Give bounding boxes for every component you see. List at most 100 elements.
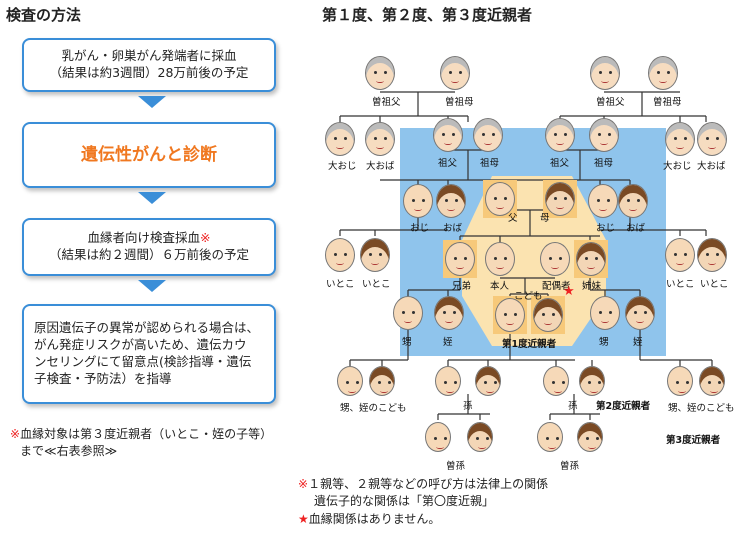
label-great-aunt-left: 大おば [366,161,395,172]
brother-face [445,242,475,276]
label-mother: 母 [540,213,550,224]
nn-child-right2-face [699,366,725,396]
uncle-right-face [588,184,618,218]
label-nephew-right: 甥 [599,337,609,348]
label-niece-right: 姪 [633,337,643,348]
great-grandfather-left-face [365,56,395,90]
step-counseling: 原因遺伝子の異常が認められる場合は、 がん発症リスクが高いため、遺伝カウ ンセリ… [22,304,276,404]
grandmother-right-face [589,118,619,152]
step1-line1: 乳がん・卵巣がん発端者に採血 [61,48,237,64]
step-blood-test-proband: 乳がん・卵巣がん発端者に採血 （結果は約3週間）28万前後の予定 [22,38,276,92]
right-note2: ★血縁関係はありません。 [298,511,441,526]
label-first-degree: 第1度近親者 [502,339,557,350]
nn-child-left1-face [337,366,363,396]
step-blood-test-relatives: 血縁者向け検査採血※ （結果は約２週間）６万前後の予定 [22,218,276,276]
niece-left-face [434,296,464,330]
flow-arrow-2 [138,192,166,204]
step4-line4: 子検査・予防法）を指導 [34,370,172,386]
uncle-left-face [403,184,433,218]
great-grandfather-right-face [590,56,620,90]
label-nn-child-right: 甥、姪のこども [668,403,735,414]
left-note-line2: まで≪右表参照≫ [20,444,118,459]
step3-line2: （結果は約２週間）６万前後の予定 [48,247,249,262]
cousin-left2-face [360,238,390,272]
child2-face [533,298,563,332]
great-aunt-left-face [365,122,395,156]
label-children: こども [514,291,543,302]
label-cousin-right2: いとこ [700,279,729,290]
label-third-degree: 第3度近親者 [666,435,721,446]
label-uncle-left: おじ [410,223,430,234]
mother-face [545,182,575,216]
right-notes: ※１親等、２親等などの呼び方は法律上の関係 遺伝子的な関係は「第〇度近親」 ★血… [298,476,548,528]
label-grandchild-left: 孫 [463,401,473,412]
label-niece-left: 姪 [443,337,453,348]
great-uncle-right-face [665,122,695,156]
self-face [485,242,515,276]
great-grandmother-right-face [648,56,678,90]
grandchild-right2-face [579,366,605,396]
label-aunt-left: おば [443,223,463,234]
label-great-uncle-left: 大おじ [328,161,357,172]
left-title: 検査の方法 [6,6,82,24]
grandfather-left-face [433,118,463,152]
label-gm-left: 祖母 [480,158,500,169]
ggchild-right2-face [577,422,603,452]
label-uncle-right: おじ [596,223,616,234]
cousin-right2-face [697,238,727,272]
label-brother: 兄弟 [452,281,472,292]
label-gm-right: 祖母 [594,158,614,169]
label-spouse: 配偶者 [542,281,571,292]
label-father: 父 [508,213,518,224]
nephew-right-face [590,296,620,330]
label-great-gm-left: 曽祖母 [445,97,474,108]
step3-line1: 血縁者向け検査採血※ [87,230,211,246]
niece-right-face [625,296,655,330]
left-note-line1: ※血縁対象は第３度近親者（いとこ・姪の子等） [10,427,273,441]
label-ggchild-left: 曽孫 [446,461,466,472]
label-grandchild-right: 孫 [568,401,578,412]
label-great-uncle-right: 大おじ [663,161,692,172]
great-aunt-right-face [697,122,727,156]
step4-line2: がん発症リスクが高いため、遺伝カウ [34,337,247,353]
label-cousin-left1: いとこ [326,279,355,290]
flow-arrow-1 [138,96,166,108]
left-note: ※血縁対象は第３度近親者（いとこ・姪の子等） まで≪右表参照≫ [10,426,272,461]
grandchild-left2-face [475,366,501,396]
child1-face [495,298,525,332]
right-note1-line1: ※１親等、２親等などの呼び方は法律上の関係 [298,477,549,491]
label-gf-left: 祖父 [438,158,458,169]
nephew-left-face [393,296,423,330]
step-diagnosis: 遺伝性がんと診断 [22,122,276,188]
label-great-gm-right: 曽祖母 [653,97,682,108]
label-cousin-right1: いとこ [666,279,695,290]
label-cousin-left2: いとこ [362,279,391,290]
cousin-right1-face [665,238,695,272]
grandfather-right-face [545,118,575,152]
step4-line1: 原因遺伝子の異常が認められる場合は、 [34,320,260,336]
label-self: 本人 [490,281,510,292]
father-face [485,182,515,216]
nn-child-left2-face [369,366,395,396]
spouse-face [540,242,570,276]
cousin-left1-face [325,238,355,272]
grandchild-left1-face [435,366,461,396]
label-aunt-right: おば [626,223,646,234]
ggchild-left2-face [467,422,493,452]
grandchild-right1-face [543,366,569,396]
right-note1-line2: 遺伝子的な関係は「第〇度近親」 [314,494,495,509]
label-great-gf-left: 曽祖父 [372,97,401,108]
ggchild-left1-face [425,422,451,452]
step4-line3: ンセリングにて留意点(検診指導・遺伝 [34,354,252,369]
aunt-left-face [436,184,466,218]
label-great-aunt-right: 大おば [697,161,726,172]
no-blood-relation-star-icon: ★ [563,284,575,299]
label-second-degree: 第2度近親者 [596,401,651,412]
label-great-gf-right: 曽祖父 [596,97,625,108]
label-sister: 姉妹 [582,281,602,292]
great-grandmother-left-face [440,56,470,90]
step1-line2: （結果は約3週間）28万前後の予定 [49,65,249,80]
flow-arrow-3 [138,280,166,292]
label-nephew-left: 甥 [402,337,412,348]
right-title: 第１度、第２度、第３度近親者 [322,6,533,24]
